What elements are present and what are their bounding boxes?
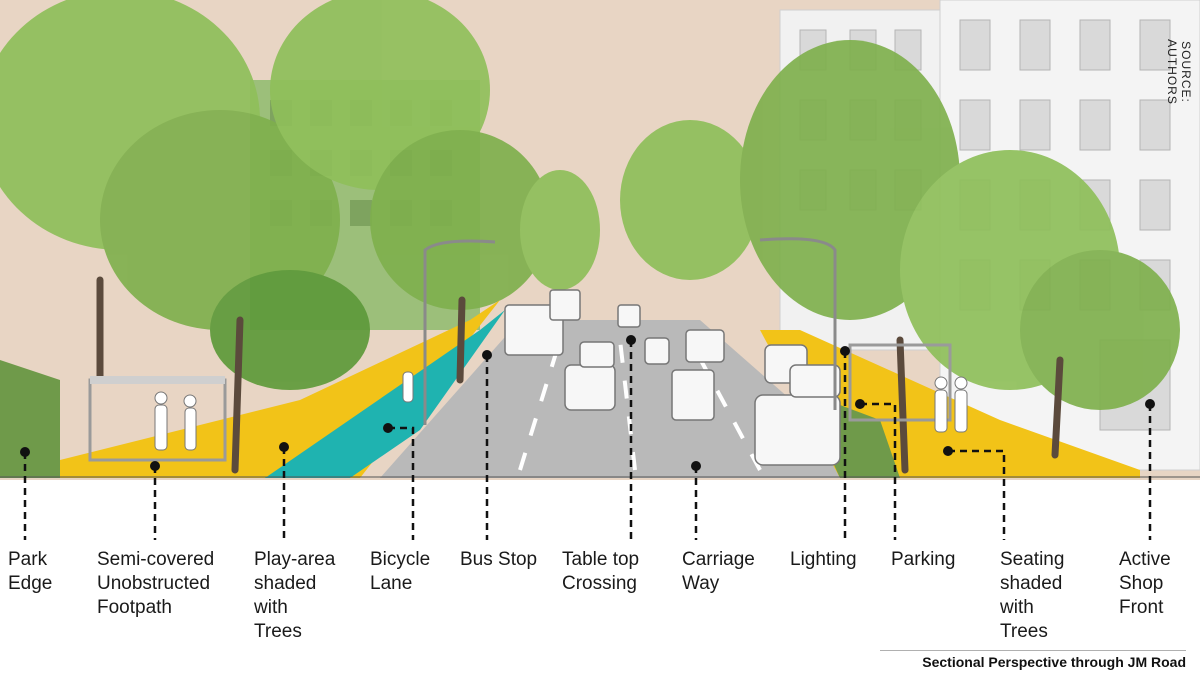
leader-lines <box>20 335 1155 540</box>
tree-trunks <box>96 276 1064 474</box>
leader-seating <box>948 449 1006 540</box>
shelter <box>88 343 952 462</box>
leader-bicycle-lane <box>388 426 415 540</box>
label-seating: Seating shaded with Trees <box>1000 549 1065 642</box>
street-section-illustration <box>0 0 1200 480</box>
source-credit: SOURCE: AUTHORS <box>1165 39 1193 105</box>
label-bus-stop: Bus Stop <box>460 549 538 570</box>
pedestrians <box>154 371 968 451</box>
label-parking: Parking <box>891 549 956 570</box>
label-lighting: Lighting <box>790 549 857 570</box>
caption-divider <box>880 650 1186 651</box>
vehicles <box>504 289 841 466</box>
label-bicycle-lane: Bicycle Lane <box>370 549 431 594</box>
bicycle-lane-surface <box>265 310 505 478</box>
label-footpath: Semi-covered Unobstructed Footpath <box>97 549 215 618</box>
label-active-shop-front: Active Shop Front <box>1119 549 1171 618</box>
tree-canopies <box>0 0 1180 410</box>
label-play-area: Play-area shaded with Trees <box>254 549 336 642</box>
label-carriage-way: Carriage Way <box>682 549 755 594</box>
leader-parking <box>860 402 897 540</box>
park-ground <box>0 360 60 478</box>
label-table-top-crossing: Table top Crossing <box>562 549 640 594</box>
figure-caption: Sectional Perspective through JM Road <box>922 654 1186 670</box>
street-lamps <box>423 237 837 425</box>
label-park-edge: Park Edge <box>8 549 53 594</box>
